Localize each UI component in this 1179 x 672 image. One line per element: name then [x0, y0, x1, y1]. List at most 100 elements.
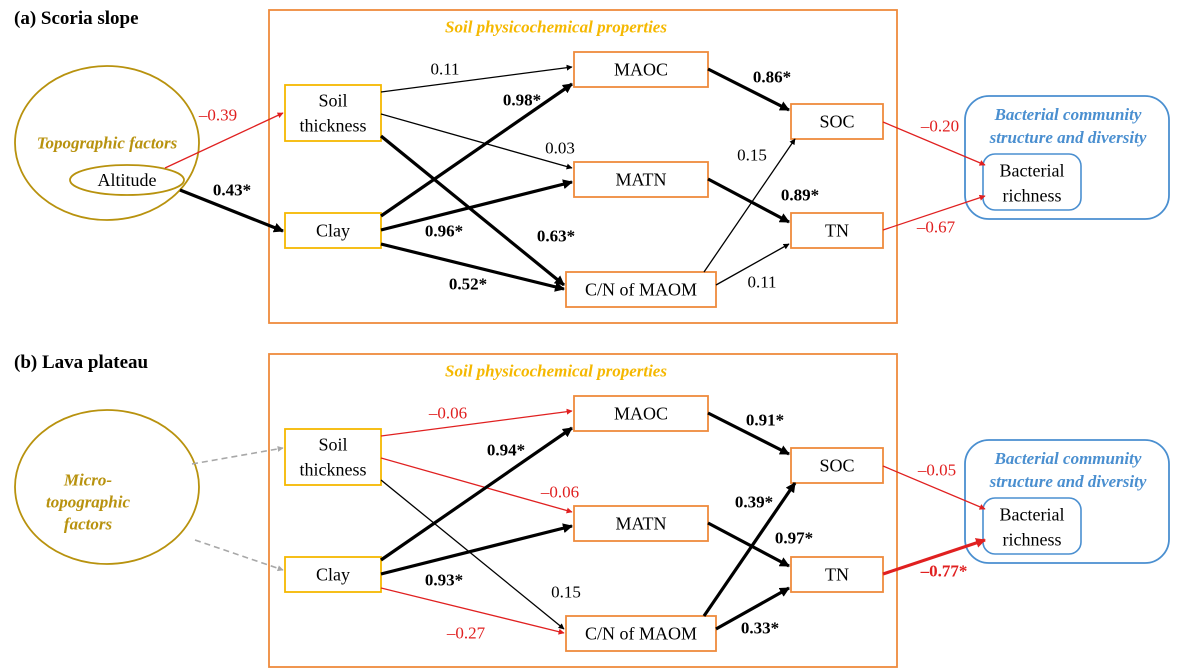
path-tn-bact: [882, 194, 986, 231]
coef-clay-cnm: 0.52*: [449, 275, 487, 294]
bacterial-community-title: Bacterial community: [994, 105, 1142, 124]
path-maoc-soc: [707, 411, 790, 456]
node-soc: [790, 447, 884, 484]
node-clay: [284, 212, 382, 249]
coef-clay-maoc: 0.94*: [487, 441, 525, 460]
path-matn-tn: [707, 177, 790, 224]
coef-matn-tn: 0.89*: [781, 186, 819, 205]
bacterial-community-box: [964, 439, 1170, 564]
coef-clay-cnm: –0.27: [446, 624, 486, 643]
path-topo-soil: [164, 112, 284, 169]
altitude-label: Altitude: [98, 170, 157, 190]
coef-tn-bact: –0.77*: [920, 562, 968, 581]
coef-soil-cnm: 0.63*: [537, 227, 575, 246]
node-soil: [284, 84, 382, 142]
node-soc: [790, 103, 884, 140]
path-maoc-soc: [707, 67, 790, 112]
coef-soc-bact: –0.20: [920, 117, 959, 136]
node-tn: [790, 212, 884, 249]
coef-maoc-soc: 0.91*: [746, 411, 784, 430]
coef-cnm-tn: 0.11: [747, 273, 776, 292]
path-clay-matn: [380, 179, 573, 232]
panel-a: (a) Scoria slope Soil physicochemical pro…: [14, 8, 1170, 324]
topography-ellipse: [14, 65, 200, 221]
coef-cnm-soc: 0.39*: [735, 493, 773, 512]
bacterial-community-title: structure and diversity: [989, 472, 1147, 491]
path-soil-maoc: [380, 64, 573, 93]
node-soil-label: Soil: [318, 435, 347, 455]
path-clay-matn: [380, 523, 573, 576]
node-tn-label: TN: [825, 565, 849, 585]
path-clay-maoc: [380, 82, 573, 218]
node-soil-label: thickness: [300, 116, 367, 136]
bacterial-richness-box: [982, 153, 1082, 211]
node-maoc: [573, 51, 709, 88]
node-tn-label: TN: [825, 221, 849, 241]
path-matn-tn: [707, 521, 790, 568]
node-soil-label: Soil: [318, 91, 347, 111]
panel-label: (a) Scoria slope: [14, 8, 139, 29]
topography-label: Topographic factors: [37, 134, 178, 153]
coef-tn-bact: –0.67: [916, 218, 956, 237]
bacterial-community-box: [964, 95, 1170, 220]
node-matn-label: MATN: [615, 514, 666, 534]
coef-topo-clay: 0.43*: [213, 181, 251, 200]
path-clay-cnm: [380, 242, 565, 292]
path-cnm-soc: [702, 482, 797, 617]
soil-properties-frame: [268, 9, 898, 324]
node-cnm-label: C/N of MAOM: [585, 624, 697, 644]
bacterial-community-title: structure and diversity: [989, 128, 1147, 147]
coef-matn-tn: 0.97*: [775, 529, 813, 548]
node-soc-label: SOC: [819, 112, 854, 132]
frame-title: Soil physicochemical properties: [445, 18, 667, 37]
node-soc-label: SOC: [819, 456, 854, 476]
node-clay-label: Clay: [316, 565, 350, 585]
bacterial-community-title: Bacterial community: [994, 449, 1142, 468]
topography-ellipse: [14, 409, 200, 565]
node-maoc-label: MAOC: [614, 60, 668, 80]
path-tn-bact: [882, 538, 986, 576]
panel-label: (b) Lava plateau: [14, 352, 149, 373]
coef-cnm-tn: 0.33*: [741, 619, 779, 638]
path-soil-cnm: [379, 134, 566, 287]
bacterial-richness-box: [982, 497, 1082, 555]
path-soil-cnm: [380, 479, 565, 630]
topography-label: factors: [64, 515, 113, 534]
coef-soil-matn: –0.06: [540, 483, 579, 502]
path-cnm-tn: [715, 586, 790, 631]
node-maoc: [573, 395, 709, 432]
coef-soil-maoc: –0.06: [428, 404, 467, 423]
coef-clay-maoc: 0.98*: [503, 91, 541, 110]
coef-soil-maoc: 0.11: [430, 60, 459, 79]
coef-cnm-soc: 0.15: [737, 146, 767, 165]
altitude-ellipse: [69, 164, 185, 196]
bacterial-richness-label: richness: [1003, 186, 1062, 206]
coef-soil-cnm: 0.15: [551, 583, 581, 602]
coef-soc-bact: –0.05: [917, 461, 956, 480]
path-clay-maoc: [380, 426, 573, 562]
bacterial-richness-label: richness: [1003, 530, 1062, 550]
node-cnm-label: C/N of MAOM: [585, 280, 697, 300]
node-cnm: [565, 615, 717, 652]
node-tn: [790, 556, 884, 593]
panel-b: (b) Lava plateau Soil physicochemical pro…: [14, 352, 1170, 668]
bacterial-richness-label: Bacterial: [1000, 161, 1065, 181]
node-matn-label: MATN: [615, 170, 666, 190]
path-cnm-tn: [715, 243, 790, 286]
path-topo-clay: [179, 188, 284, 233]
topography-label: Micro-: [63, 471, 113, 490]
path-soc-bact: [882, 465, 986, 510]
node-maoc-label: MAOC: [614, 404, 668, 424]
node-clay: [284, 556, 382, 593]
path-soil-maoc: [380, 408, 573, 437]
coef-clay-matn: 0.93*: [425, 571, 463, 590]
node-soil-label: thickness: [300, 460, 367, 480]
coef-maoc-soc: 0.86*: [753, 68, 791, 87]
path-clay-cnm: [380, 587, 565, 635]
node-soil: [284, 428, 382, 486]
frame-title: Soil physicochemical properties: [445, 362, 667, 381]
coef-soil-matn: 0.03: [545, 139, 575, 158]
path-soil-matn: [380, 457, 573, 514]
node-cnm: [565, 271, 717, 308]
